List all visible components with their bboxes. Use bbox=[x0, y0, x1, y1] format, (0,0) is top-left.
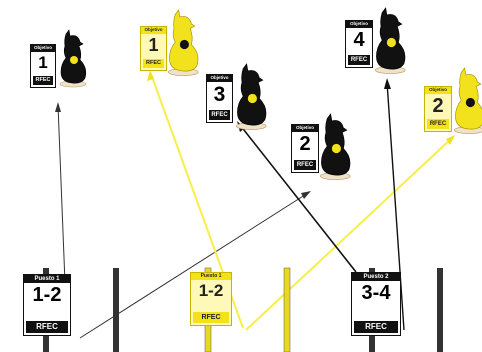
target-number: 2 bbox=[425, 96, 451, 116]
target-number: 3 bbox=[207, 84, 232, 105]
bird-target-1 bbox=[60, 30, 86, 87]
target-number: 2 bbox=[292, 134, 318, 154]
post-number: 1-2 bbox=[191, 282, 231, 299]
bird-target-4 bbox=[375, 8, 405, 74]
target-caption: Objetivo bbox=[31, 45, 55, 52]
arrowhead-target1 bbox=[55, 102, 61, 112]
target-caption: Objetivo bbox=[425, 87, 451, 94]
target-caption: Objetivo bbox=[207, 75, 232, 82]
pole bbox=[284, 268, 290, 352]
target-number: 1 bbox=[141, 36, 166, 54]
post-footer: RFEC bbox=[354, 321, 398, 333]
pole bbox=[437, 268, 443, 352]
post-caption: Puesto 2 bbox=[352, 273, 400, 281]
target-footer: RFEC bbox=[143, 59, 164, 69]
pole bbox=[113, 268, 119, 352]
bird-target-6 bbox=[454, 68, 482, 134]
target-number: 1 bbox=[31, 54, 55, 71]
post-caption: Puesto 1 bbox=[191, 273, 231, 280]
target-caption: Objetivo bbox=[346, 21, 372, 28]
target-footer: RFEC bbox=[294, 160, 316, 170]
post-number: 1-2 bbox=[24, 285, 70, 305]
target-footer: RFEC bbox=[348, 55, 370, 65]
target-footer: RFEC bbox=[33, 76, 53, 86]
bird-targets bbox=[60, 8, 482, 180]
target-footer: RFEC bbox=[209, 110, 230, 120]
post-footer: RFEC bbox=[193, 312, 229, 323]
arrowhead-target2 bbox=[301, 191, 311, 199]
bird-target-3 bbox=[236, 64, 266, 130]
post-number: 3-4 bbox=[352, 283, 400, 303]
post-footer: RFEC bbox=[26, 321, 68, 333]
target-caption: Objetivo bbox=[292, 125, 318, 132]
bird-target-5 bbox=[320, 114, 350, 180]
target-number: 4 bbox=[346, 30, 372, 50]
target-caption: Objetivo bbox=[141, 27, 166, 34]
bird-target-2 bbox=[168, 10, 198, 76]
target-footer: RFEC bbox=[427, 119, 449, 129]
arrowhead-target4 bbox=[384, 78, 391, 89]
post-caption: Puesto 1 bbox=[24, 275, 70, 283]
